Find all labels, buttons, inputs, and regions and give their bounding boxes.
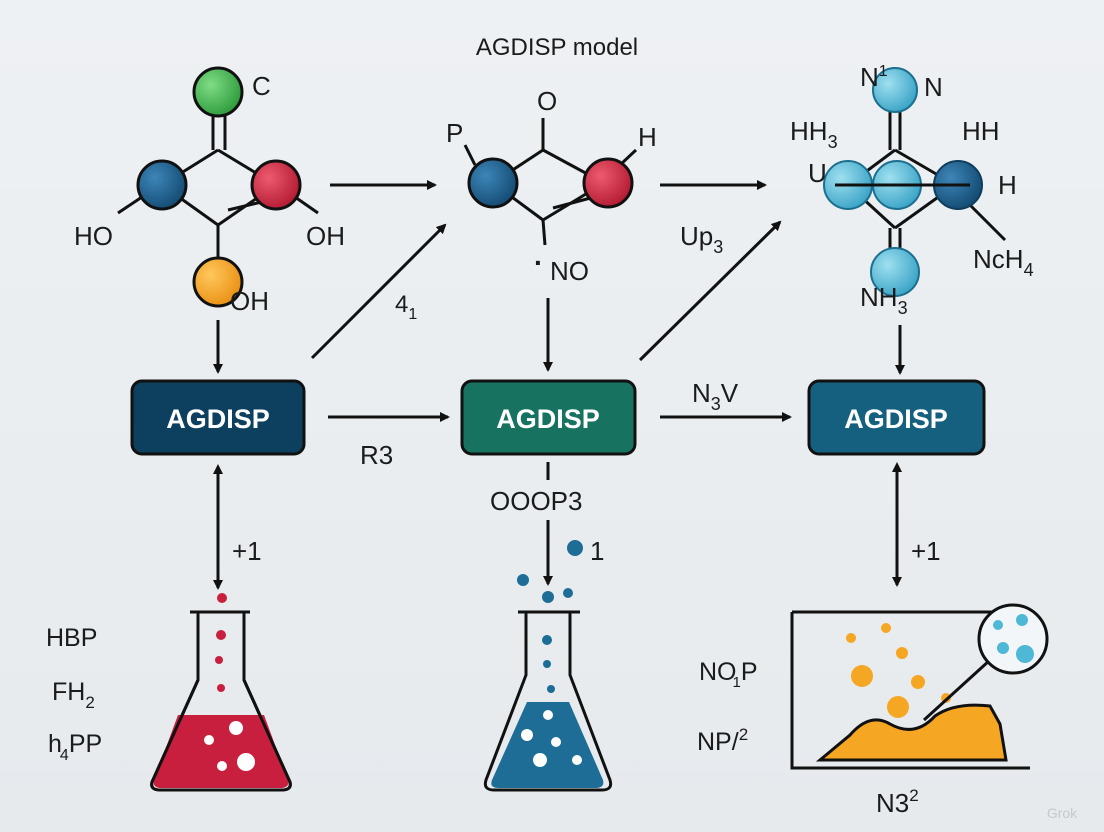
label-hh3: HH3: [790, 116, 838, 152]
label-nch4: NcH4: [973, 244, 1034, 280]
label-p: P: [446, 118, 463, 148]
arrows: [213, 180, 905, 590]
watermark: Grok: [1047, 805, 1078, 821]
label-n32: N32: [876, 786, 919, 818]
label-plus1-right: +1: [911, 536, 941, 566]
atom-cyan-top: [872, 67, 918, 113]
label-no: NO: [550, 256, 589, 286]
label-nh3: NH3: [860, 282, 908, 318]
atom-red: [250, 159, 302, 211]
box-mid-label: AGDISP: [496, 404, 600, 434]
label-oh-right: OH: [306, 221, 345, 251]
label-h-right: H: [998, 170, 1017, 200]
label-plus1-left: +1: [232, 536, 262, 566]
label-up3: Up3: [680, 221, 723, 257]
label-ho: HO: [74, 221, 113, 251]
molecule-left: C HO OH OH: [74, 66, 345, 316]
label-n1: N1: [860, 62, 888, 92]
label-o: O: [537, 86, 557, 116]
flask-mid: [483, 574, 613, 792]
box-left[interactable]: AGDISP: [130, 379, 306, 456]
arrow-diag-right: [638, 220, 782, 362]
label-np2: NP/2: [697, 725, 748, 756]
label-u: U: [808, 158, 827, 188]
atom-green-c: [192, 66, 244, 118]
label-4-1: 41: [395, 291, 417, 323]
atom-red-mid: [582, 157, 634, 209]
label-c: C: [252, 71, 271, 101]
label-hbp: HBP: [46, 624, 97, 652]
label-n: N: [924, 72, 943, 102]
label-n3v: N3V: [692, 378, 739, 414]
atom-orange: [192, 256, 244, 308]
label-oop3: OOOP3: [490, 486, 582, 516]
label-oh-bottom: OH: [230, 286, 269, 316]
label-hh: HH: [962, 116, 1000, 146]
label-fh2: FH2: [52, 678, 95, 712]
label-dot: ·: [534, 247, 543, 278]
label-r3: R3: [360, 440, 393, 470]
box-right-label: AGDISP: [844, 404, 948, 434]
molecule-mid: O P H · NO: [446, 86, 657, 286]
atom-navy-mid: [467, 157, 519, 209]
arrow-diag-left: [310, 223, 447, 360]
magnifier-icon: [977, 603, 1049, 675]
label-nop: NO1P: [699, 658, 758, 691]
atom-cyan-bottom: [870, 247, 920, 297]
label-h: H: [638, 122, 657, 152]
label-1: 1: [590, 536, 604, 566]
diagram-title: AGDISP model: [476, 34, 638, 61]
label-hpp: h4PP: [48, 730, 102, 764]
molecule-right: N1 N HH3 U HH H NcH4 NH3: [790, 62, 1034, 318]
flask-left: [150, 593, 292, 792]
plot-panel: [790, 603, 1049, 770]
box-mid[interactable]: AGDISP: [460, 379, 637, 456]
box-left-label: AGDISP: [166, 404, 270, 434]
atom-navy: [136, 159, 188, 211]
bubble-dot: [567, 540, 583, 556]
box-right[interactable]: AGDISP: [807, 379, 986, 456]
